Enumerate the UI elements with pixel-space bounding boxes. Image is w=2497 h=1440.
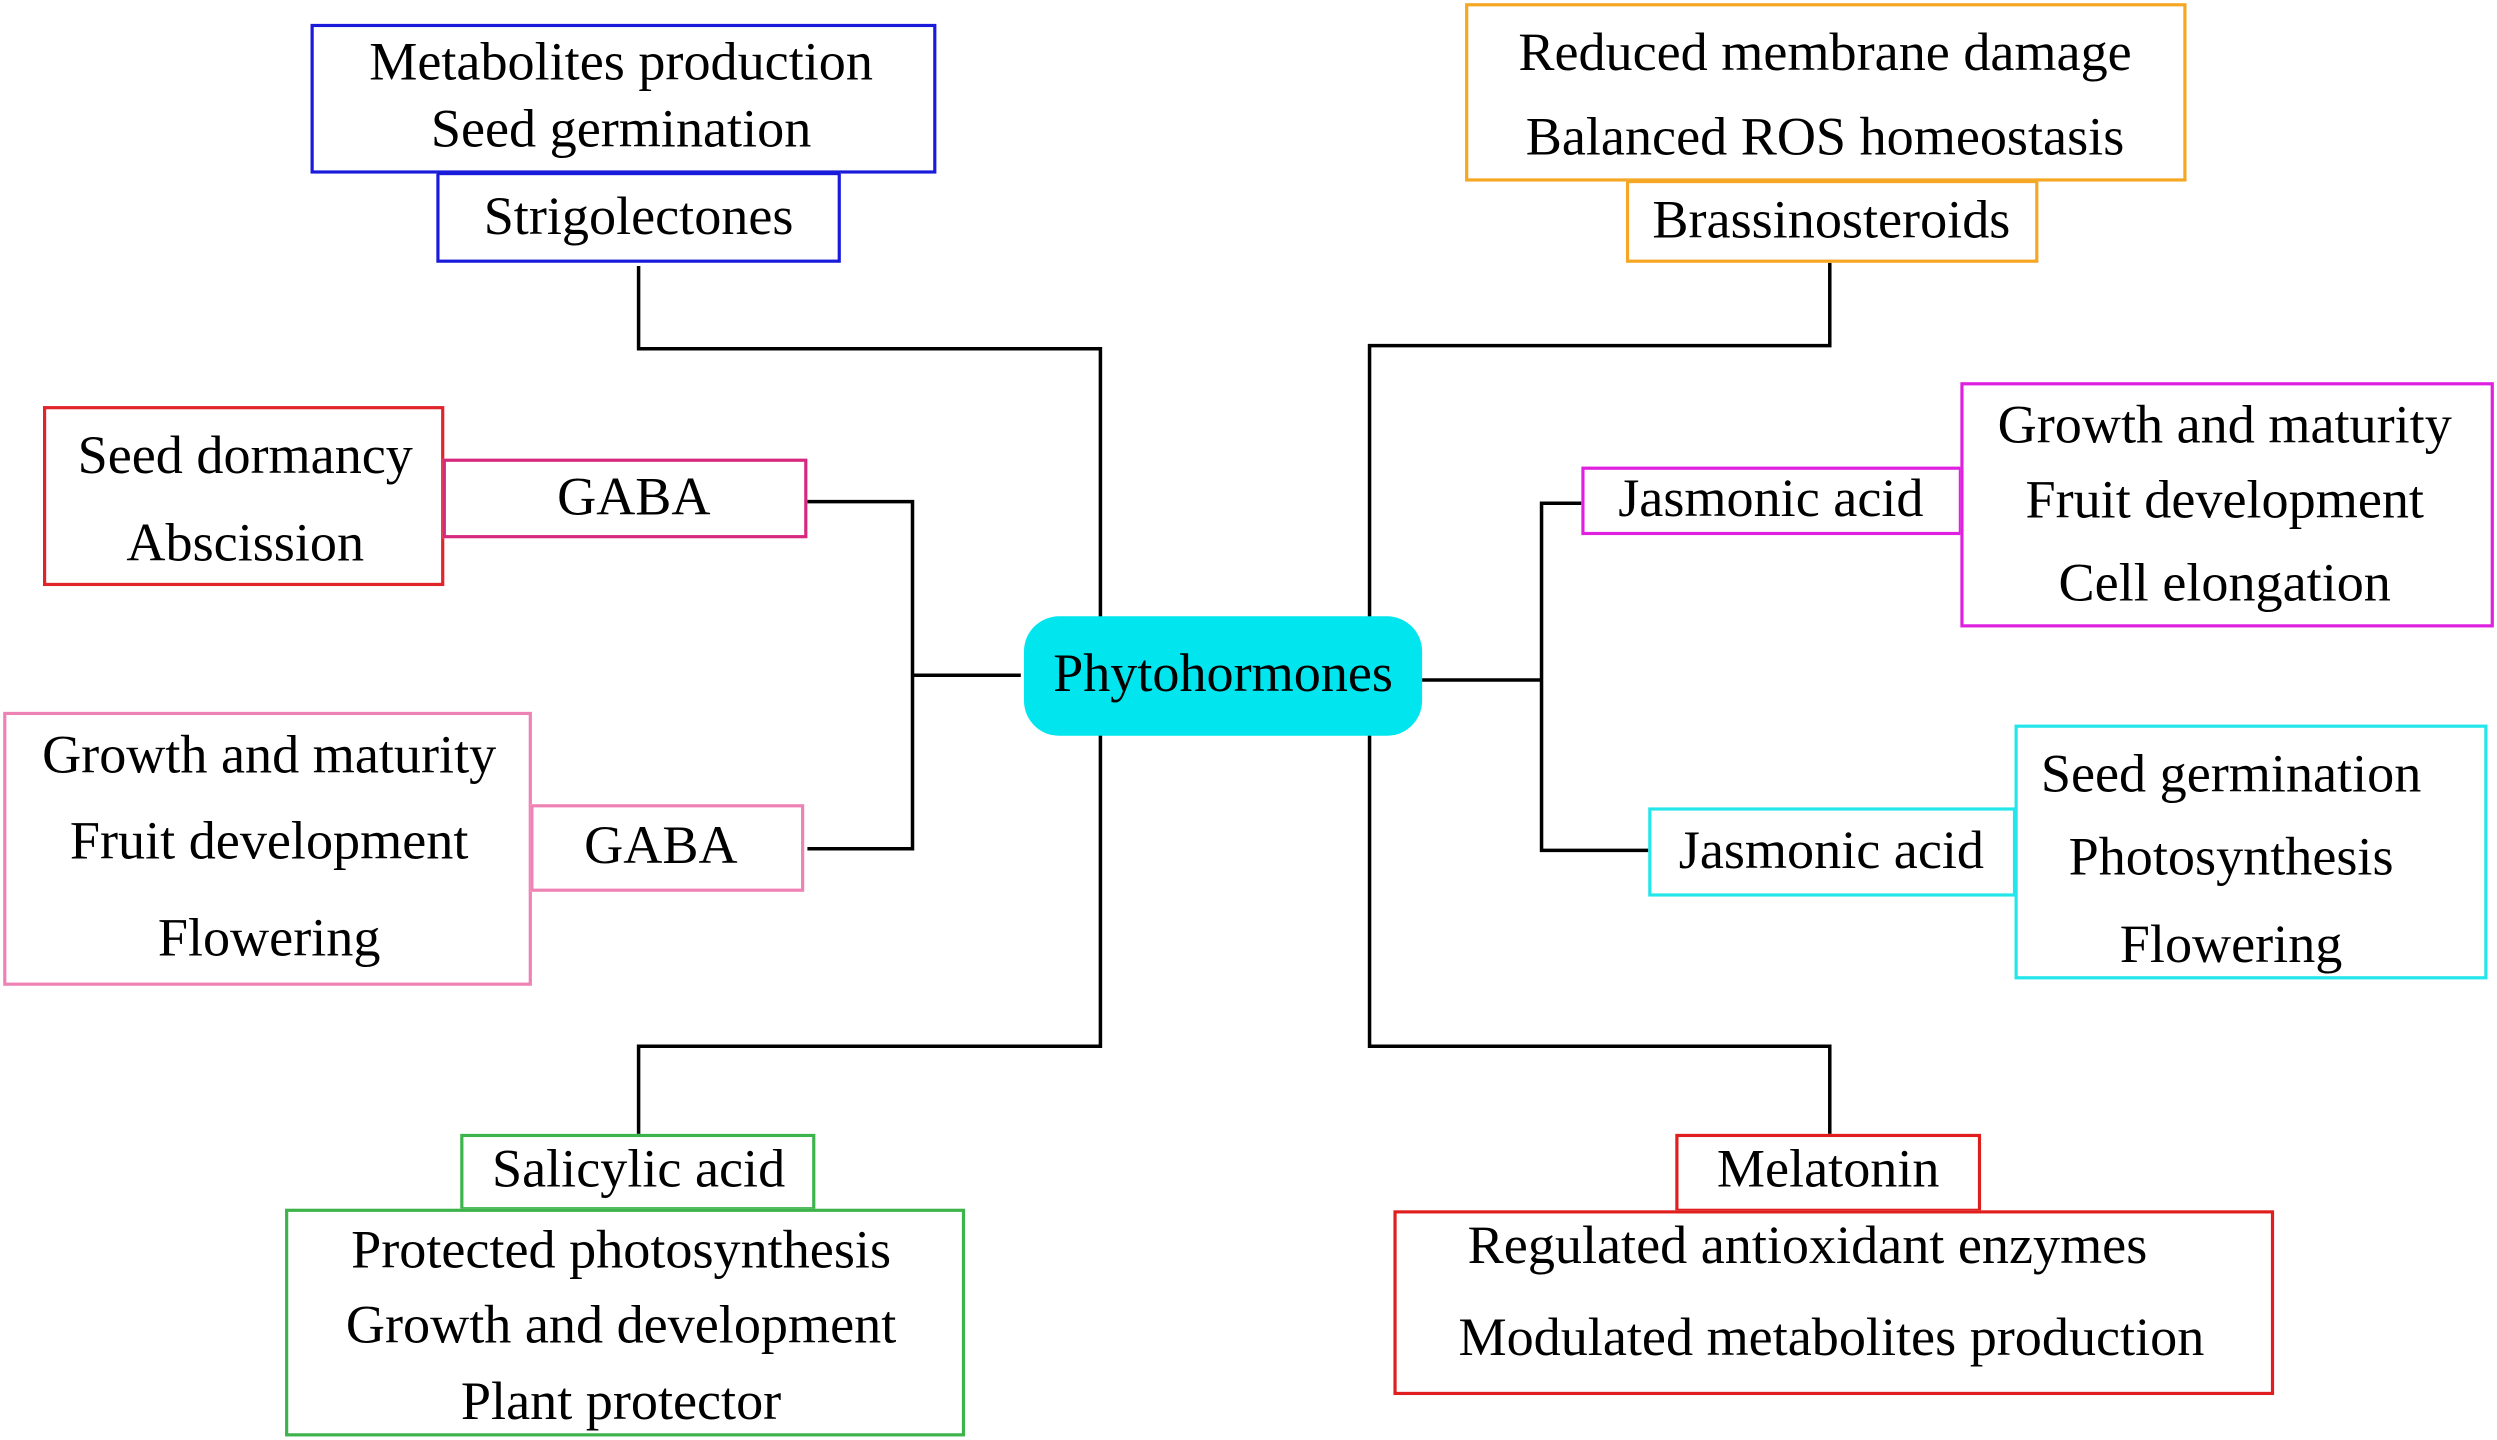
jasmonic-acid-bottom-effect-2: Photosynthesis [2068, 828, 2394, 888]
brassinosteroids-effect-1: Reduced membrane damage [1518, 23, 2132, 83]
jasmonic-acid-bottom-effects-box [2014, 724, 2488, 980]
brassinosteroids-box [1625, 179, 2039, 263]
brassinosteroids-label: Brassinosteroids [1652, 191, 2011, 251]
jasmonic-acid-bottom-effect-1: Seed germination [2040, 745, 2422, 805]
gaba-top-box [442, 458, 808, 539]
strigolectones-effect-1: Metabolites production [369, 33, 873, 93]
gaba-top-effect-2: Abscission [126, 514, 365, 574]
jasmonic-acid-top-effects-box [1960, 382, 2494, 628]
gaba-bottom-effects-box [3, 711, 532, 986]
salicylic-acid-effects-box [285, 1208, 966, 1437]
strigolectones-label: Strigolectones [483, 187, 794, 247]
gaba-bottom-effect-3: Flowering [157, 909, 381, 969]
melatonin-effect-2: Modulated metabolites production [1458, 1309, 2205, 1368]
gaba-bottom-effect-2: Fruit development [69, 812, 469, 872]
gaba-bottom-effect-1: Growth and maturity [42, 726, 497, 786]
salicylic-acid-effect-1: Protected photosynthesis [351, 1221, 892, 1281]
gaba-top-label: GABA [557, 468, 711, 528]
jasmonic-acid-bottom-box [1648, 807, 2017, 897]
jasmonic-acid-top-effect-1: Growth and maturity [1997, 396, 2452, 456]
strigolectones-effects-box [310, 23, 937, 174]
hub-label: Phytohormones [1053, 644, 1394, 704]
jasmonic-acid-top-effect-2: Fruit development [2025, 471, 2424, 531]
strigolectones-effect-2: Seed germination [430, 100, 812, 160]
gaba-bottom-label: GABA [584, 816, 738, 876]
jasmonic-acid-top-label: Jasmonic acid [1618, 469, 1924, 529]
melatonin-effects-box [1393, 1210, 2275, 1396]
melatonin-label: Melatonin [1716, 1140, 1940, 1200]
strigolectones-box [436, 171, 841, 263]
jasmonic-acid-top-effect-3: Cell elongation [2058, 554, 2391, 614]
melatonin-effect-1: Regulated antioxidant enzymes [1467, 1216, 2148, 1276]
brassinosteroids-effect-2: Balanced ROS homeostasis [1525, 108, 2125, 168]
gaba-bottom-box [530, 804, 805, 892]
jasmonic-acid-bottom-label: Jasmonic acid [1678, 821, 1984, 881]
gaba-top-effects-box [42, 406, 445, 587]
gaba-top-effect-1: Seed dormancy [77, 426, 413, 486]
salicylic-acid-box [460, 1133, 816, 1211]
salicylic-acid-effect-2: Growth and development [345, 1296, 897, 1356]
phytohormones-hub [1023, 616, 1423, 736]
melatonin-box [1675, 1133, 1982, 1212]
jasmonic-acid-bottom-effect-3: Flowering [2119, 915, 2343, 975]
salicylic-acid-label: Salicylic acid [491, 1140, 786, 1200]
salicylic-acid-effect-3: Plant protector [460, 1372, 782, 1432]
jasmonic-acid-top-box [1581, 466, 1962, 536]
